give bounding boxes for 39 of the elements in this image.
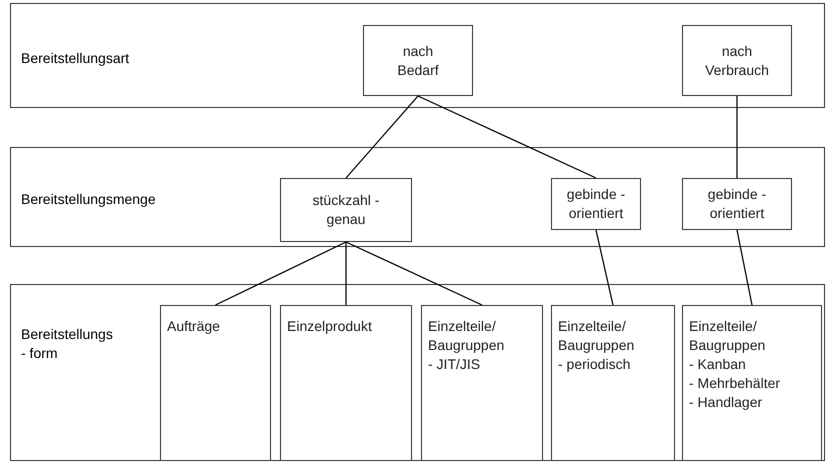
box-text: - Handlager — [689, 393, 762, 412]
level-label: Bereitstellungs - form — [21, 325, 114, 363]
process-box — [551, 305, 675, 461]
connector-line — [346, 241, 482, 306]
process-box — [551, 178, 641, 230]
process-box — [682, 25, 792, 96]
level-band — [10, 3, 825, 108]
box-text: Einzelteile/ Baugruppen — [428, 317, 506, 355]
process-box — [421, 305, 543, 461]
connector-line — [215, 241, 346, 306]
connector-line — [418, 95, 596, 179]
process-box — [160, 305, 271, 461]
box-text: gebinde - orientiert — [566, 185, 626, 223]
box-text: nach Bedarf — [396, 42, 440, 80]
level-label: Bereitstellungsart — [21, 49, 130, 68]
connector-line — [345, 242, 347, 305]
process-box — [682, 178, 792, 230]
box-text: gebinde - orientiert — [706, 185, 768, 223]
box-text: Einzelteile/ Baugruppen — [558, 317, 636, 355]
level-band — [10, 147, 825, 247]
process-box — [363, 25, 473, 96]
process-box — [280, 305, 412, 461]
box-text: Einzelprodukt — [287, 317, 372, 336]
process-box — [280, 178, 412, 242]
connector-line — [736, 96, 738, 178]
box-text: stückzahl - genau — [312, 191, 380, 229]
box-text: - periodisch — [558, 355, 630, 374]
box-text: - Kanban — [689, 355, 746, 374]
connector-line — [736, 230, 753, 306]
box-text: nach Verbrauch — [704, 42, 770, 80]
connector-line — [595, 230, 614, 306]
box-text: Aufträge — [167, 317, 220, 336]
box-text: Einzelteile/ Baugruppen — [689, 317, 766, 355]
connector-line — [346, 96, 418, 178]
level-label: Bereitstellungsmenge — [21, 190, 157, 209]
box-text: - Mehrbehälter — [689, 374, 780, 393]
box-text: - JIT/JIS — [428, 355, 480, 374]
level-band — [10, 284, 825, 461]
process-box — [682, 305, 822, 461]
